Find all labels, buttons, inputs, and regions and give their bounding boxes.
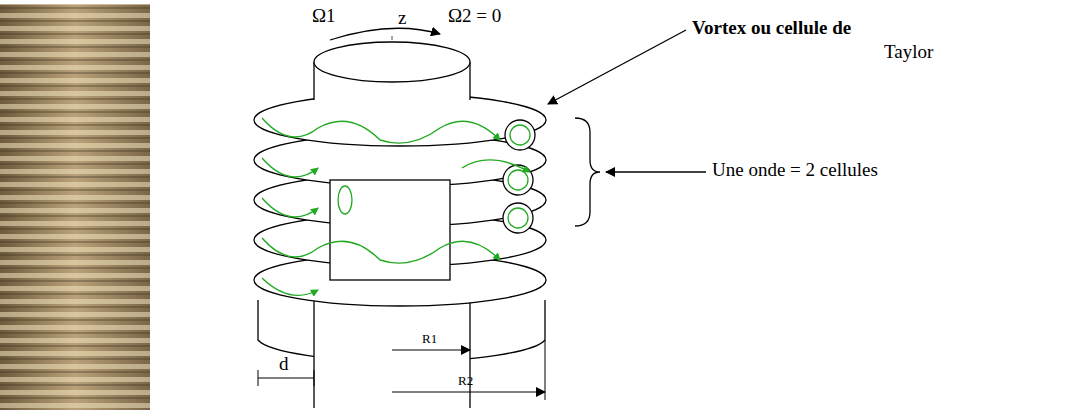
callout-label: Une onde = 2 cellules xyxy=(712,160,878,181)
axis-label: z xyxy=(398,8,406,29)
photo-taylor-vortices xyxy=(0,4,150,410)
callout-label: Vortex ou cellule de xyxy=(692,18,851,39)
rotation-label: Ω2 = 0 xyxy=(448,6,501,27)
rotation-label: Ω1 xyxy=(312,6,336,27)
dimension-label: R1 xyxy=(422,332,437,346)
taylor-rolls xyxy=(254,94,546,306)
leader-arrow xyxy=(548,30,686,104)
dimension-lines xyxy=(258,340,545,400)
wave-bracket xyxy=(575,118,600,226)
cylinders xyxy=(258,290,545,408)
dimension-label: R2 xyxy=(458,374,473,388)
leader-arrow xyxy=(606,171,706,172)
dimension-label: d xyxy=(279,354,289,375)
streamlines xyxy=(262,118,530,295)
inner-cylinder-top xyxy=(314,28,470,100)
callout-label: Taylor xyxy=(884,42,933,63)
